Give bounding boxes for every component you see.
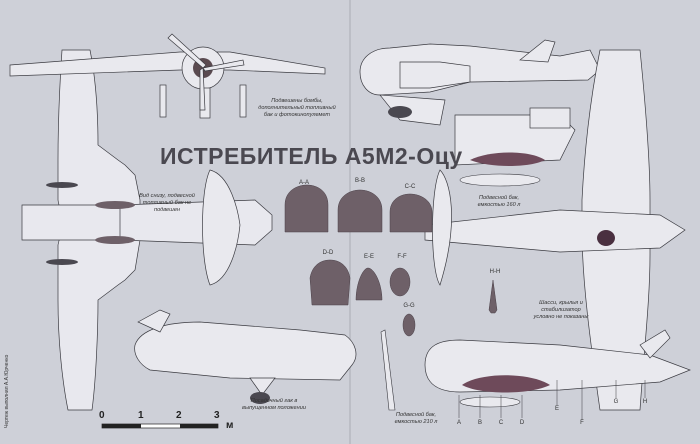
fuel-tank-outline — [459, 396, 521, 408]
section-label: B-B — [354, 178, 365, 184]
cross-sections — [284, 184, 498, 337]
drop-tank-shape — [95, 236, 135, 244]
fuel-tank-outline — [459, 173, 541, 187]
side-view-bottom-right — [424, 329, 691, 393]
section-a-a — [284, 184, 329, 233]
section-h-h — [488, 279, 498, 314]
drop-tank — [470, 152, 545, 166]
station-letter: E — [554, 406, 559, 412]
note-bottom-view: Вид снизу, подвесной топливный бак не по… — [139, 193, 195, 213]
station-letter: G — [613, 399, 619, 405]
side-view-tank — [454, 107, 576, 166]
section-label: C-C — [404, 184, 416, 190]
tailplane-left — [202, 169, 241, 286]
propeller — [167, 33, 245, 111]
section-f-f — [389, 267, 411, 297]
station-letter: C — [498, 420, 504, 426]
underwing-pod — [46, 182, 78, 188]
section-label: F-F — [397, 254, 407, 260]
plan-view-bottom — [424, 49, 686, 411]
station-lines — [458, 380, 646, 420]
drop-tank — [462, 375, 550, 393]
section-b-b — [337, 189, 383, 233]
wheel — [250, 392, 270, 404]
station-letter: B — [477, 420, 482, 426]
section-d-d — [309, 259, 351, 306]
note-chassis: Шасси, крылья и стабилизатор условно не … — [533, 300, 589, 320]
station-letter: D — [519, 420, 525, 426]
tail-fin — [519, 39, 556, 63]
station-letter: F — [580, 420, 584, 426]
section-label: A-A — [298, 180, 309, 186]
note-tank-160: Подвесной бак, емкостью 160 л — [477, 195, 521, 208]
section-c-c — [389, 193, 433, 233]
station-letter: A — [456, 420, 461, 426]
drop-tank-shape — [95, 201, 135, 209]
scale-tick: 3 — [214, 410, 220, 421]
side-view-bottom-left — [134, 309, 357, 396]
section-label: E-E — [363, 254, 374, 260]
drawing-title: ИСТРЕБИТЕЛЬ А5М2-Оцу — [160, 143, 463, 169]
note-fuel-tank: Посадочный гак в выпущенном положении — [242, 398, 306, 411]
credit-text: Чертеж выполнил А.А.Юрченко — [4, 354, 10, 428]
section-label: H-H — [489, 269, 501, 275]
scale-tick: 2 — [176, 410, 182, 421]
note-tank-210: Подвесной бак, емкостью 210 л — [394, 412, 438, 425]
section-g-g — [402, 313, 416, 337]
section-e-e — [355, 267, 383, 301]
section-label: G-G — [403, 303, 415, 309]
propeller-blade — [380, 329, 396, 411]
note-bombs: Подвешены бомбы, дополнительный топливны… — [258, 98, 336, 118]
wheel — [388, 106, 412, 118]
underwing-pod — [46, 259, 78, 265]
section-label: D-D — [322, 250, 334, 256]
scale-unit: м — [226, 420, 234, 431]
station-letter: H — [642, 399, 648, 405]
scale-tick: 0 — [99, 410, 105, 421]
cockpit-mark — [597, 230, 615, 246]
scale-tick: 1 — [138, 410, 144, 421]
scale-bar — [101, 423, 219, 429]
